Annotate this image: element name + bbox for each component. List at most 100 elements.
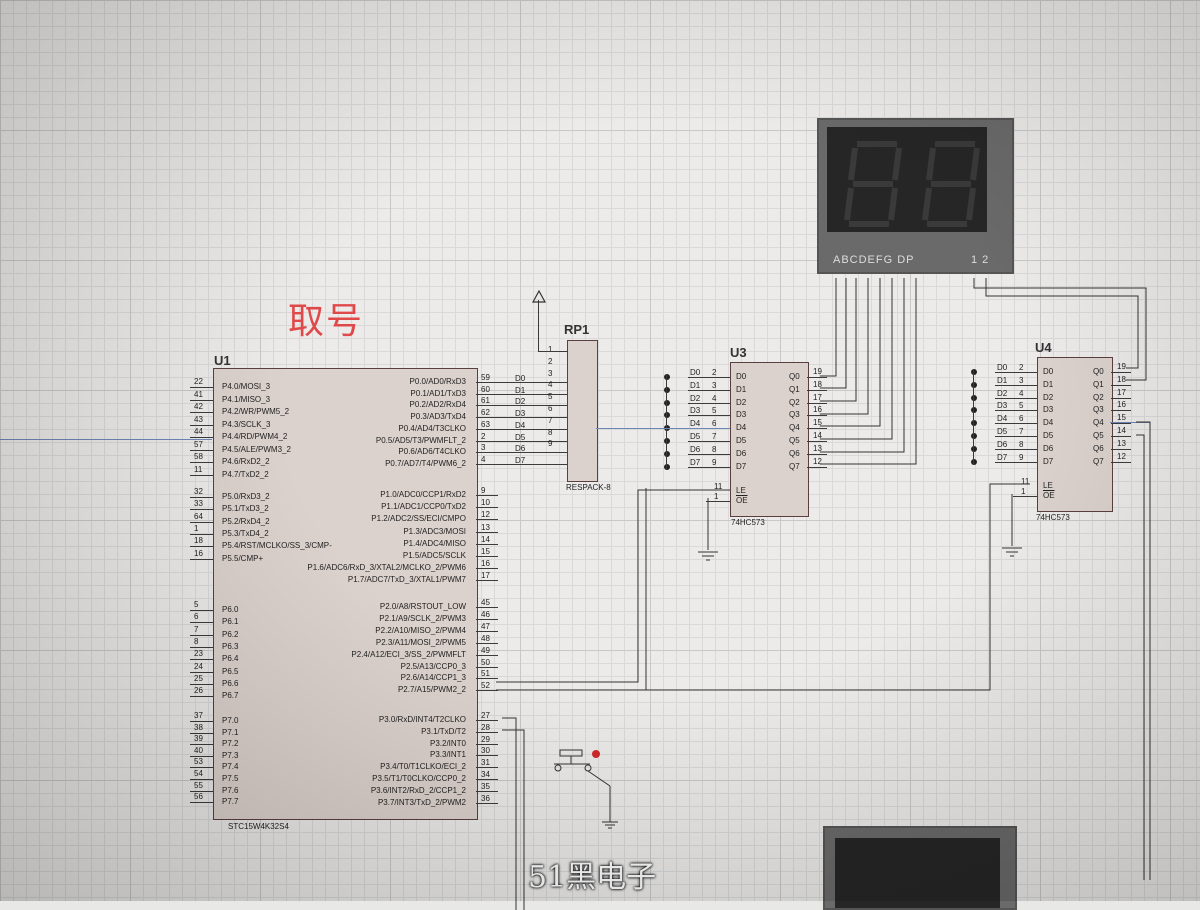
seven-segment-display[interactable]: ABCDEFG DP 1 2 <box>817 118 1014 274</box>
u1-ref: U1 <box>214 353 231 368</box>
u4-output-name: Q4 <box>1093 418 1104 428</box>
u1-right-pin-name: P2.1/A9/SCLK_2/PWM3 <box>379 613 466 623</box>
u1-left-pin-line <box>190 802 213 804</box>
u1-right-pin-name: P3.0/RxD/INT4/T2CLKO <box>378 715 466 724</box>
u3-junction-dot <box>664 399 670 406</box>
u1-bus-wire <box>498 393 568 395</box>
seven-segment-display-2[interactable] <box>823 826 1017 910</box>
u1-left-pin-line <box>190 424 213 426</box>
u1-right-pin-line <box>476 393 498 395</box>
u1-left-pin-number: 6 <box>194 612 199 622</box>
u1-left-pin-line <box>190 462 213 463</box>
u1-left-pin-number: 44 <box>194 427 203 436</box>
rp1-pin-number: 9 <box>548 439 553 449</box>
u4-input-name: D7 <box>1043 456 1054 466</box>
u1-right-pin-name: P3.2/INT0 <box>429 738 466 748</box>
u1-right-pin-line <box>476 618 498 620</box>
u1-right-pin-number: 63 <box>481 419 490 429</box>
u4-output-name: Q6 <box>1093 443 1104 453</box>
u1-right-pin-name: P3.1/TxD/T2 <box>421 726 466 736</box>
u1-bus-wire <box>498 463 568 465</box>
rp1-pin-number: 4 <box>548 380 553 390</box>
u3-input-number: 2 <box>712 368 717 377</box>
u3-input-line <box>688 377 730 378</box>
u3-input-number: 7 <box>712 432 717 441</box>
u1-mcu-body[interactable] <box>213 368 478 820</box>
u4-output-number: 15 <box>1117 413 1126 423</box>
u1-bus-wire <box>498 428 568 430</box>
u1-left-pin-name: P5.5/CMP+ <box>222 553 264 563</box>
u4-latch-body[interactable] <box>1037 357 1113 512</box>
u1-right-pin-name: P0.1/AD1/TxD3 <box>410 388 466 398</box>
u1-right-pin-name: P1.5/ADC5/SCLK <box>402 551 466 560</box>
u1-left-pin-name: P7.2 <box>222 739 239 749</box>
u4-input-name: D6 <box>1043 443 1054 453</box>
u1-right-pin-number: 36 <box>481 793 490 803</box>
u1-bus-label: D7 <box>515 455 526 465</box>
u3-bus-label: D1 <box>690 380 701 390</box>
u1-left-pin-name: P6.7 <box>222 691 239 701</box>
u3-input-number: 6 <box>712 419 717 429</box>
u1-right-pin-name: P1.3/ADC3/MOSI <box>403 526 466 536</box>
u1-right-pin-line <box>476 743 498 745</box>
u1-left-pin-name: P7.5 <box>222 774 239 783</box>
u1-left-pin-line <box>190 387 213 388</box>
u1-bus-label: D3 <box>515 409 526 419</box>
u1-left-pin-name: P4.7/TxD2_2 <box>222 469 269 479</box>
port3-wires <box>502 717 525 910</box>
u3-output-name: Q1 <box>789 384 800 394</box>
u1-bus-label: D4 <box>515 420 526 430</box>
u1-right-pin-number: 49 <box>481 645 490 655</box>
u4-bus-label: D1 <box>997 375 1008 385</box>
u1-left-pin-name: P4.3/SCLK_3 <box>222 419 271 429</box>
power-arrow-icon <box>531 290 547 303</box>
annotation-title: 取号 <box>288 301 365 342</box>
u4-ref: U4 <box>1035 340 1052 355</box>
u1-right-pin-name: P3.5/T1/T0CLKO/CCP0_2 <box>372 774 466 783</box>
rp1-resistor-pack[interactable] <box>567 340 598 482</box>
u1-right-pin-number: 59 <box>481 373 490 382</box>
u1-left-pin-number: 43 <box>194 414 203 424</box>
display-bus-wires <box>820 278 1147 465</box>
u4-junction-dot <box>971 407 977 414</box>
u1-right-pin-name: P0.3/AD3/TxD4 <box>410 412 466 422</box>
u1-right-pin-line <box>476 495 498 496</box>
u1-right-pin-number: 31 <box>481 758 490 768</box>
u4-output-number: 17 <box>1117 387 1126 397</box>
u4-output-name: Q5 <box>1093 431 1104 440</box>
pushbutton-icon[interactable] <box>548 744 628 834</box>
u1-right-pin-name: P0.7/AD7/T4/PWM6_2 <box>385 458 466 468</box>
watermark-text: 51黑电子 <box>528 860 657 895</box>
u4-input-line <box>995 436 1037 437</box>
u4-bus-label: D3 <box>997 401 1008 411</box>
blue-net-wire-3 <box>1110 422 1150 423</box>
u4-input-number: 4 <box>1019 388 1024 398</box>
u1-left-pin-line <box>190 412 213 413</box>
u3-input-line <box>688 453 730 455</box>
u1-left-pin-name: P4.0/MOSI_3 <box>222 382 271 391</box>
u3-output-name: Q3 <box>789 410 800 420</box>
u1-right-pin-name: P2.3/A11/MOSI_2/PWM5 <box>375 637 466 647</box>
latch-enable-wires <box>496 483 1030 691</box>
u3-latch-body[interactable] <box>730 362 809 517</box>
u1-left-pin-name: P7.6 <box>222 785 239 795</box>
u4-input-number: 2 <box>1019 363 1024 372</box>
rp1-power-wire <box>538 300 539 352</box>
u1-right-pin-number: 9 <box>481 486 486 495</box>
u1-left-pin-line <box>190 696 213 698</box>
u1-left-pin-line <box>190 437 213 438</box>
rp1-pin-number: 7 <box>548 415 553 425</box>
u4-bus-label: D5 <box>997 427 1008 436</box>
u1-left-pin-name: P6.0 <box>222 605 239 614</box>
segments-label: ABCDEFG DP <box>833 254 915 266</box>
u1-left-pin-number: 11 <box>194 464 203 474</box>
u1-left-pin-line <box>190 610 213 611</box>
u1-right-pin-name: P0.2/AD2/RxD4 <box>409 400 466 410</box>
u1-right-pin-line <box>476 779 498 780</box>
u1-right-pin-number: 28 <box>481 722 490 732</box>
u1-left-pin-name: P4.6/RxD2_2 <box>222 457 270 466</box>
u4-input-name: D0 <box>1043 367 1054 376</box>
display-window-2 <box>835 838 1000 908</box>
u1-left-pin-line <box>190 790 213 792</box>
